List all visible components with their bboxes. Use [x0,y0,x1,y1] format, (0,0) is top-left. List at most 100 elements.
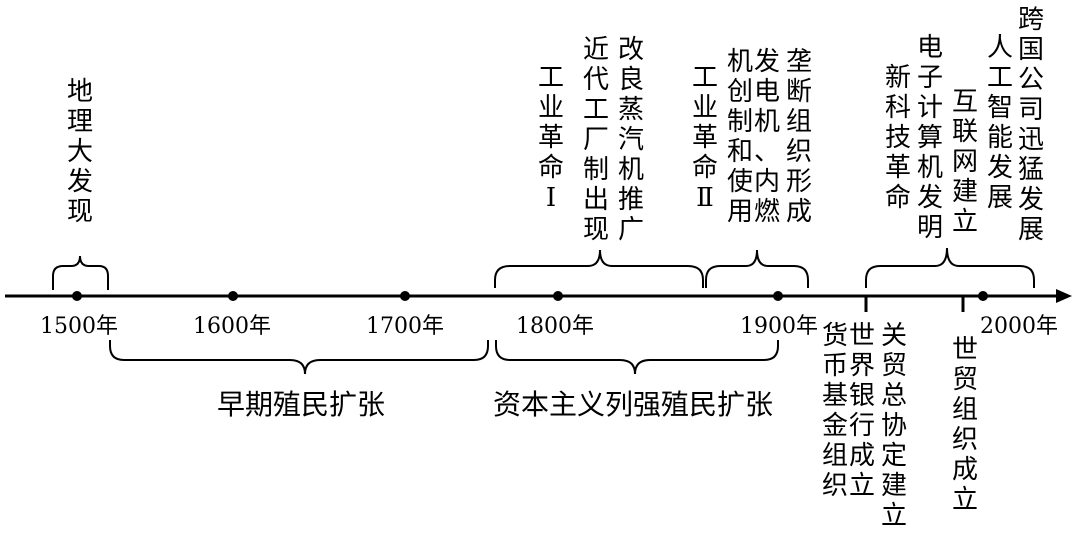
vertical-char: 良 [618,65,644,95]
vertical-char: 广 [618,215,644,245]
vertical-char: 金 [822,411,848,441]
vertical-char: 网 [952,147,978,177]
vertical-char: 立 [881,501,907,531]
year-label-2000: 2000年 [980,314,1058,339]
vertical-char: 、 [754,137,780,167]
vertical-char: 燃 [754,197,780,227]
vertical-char: 智 [987,93,1013,123]
vertical-char: 现 [67,197,93,227]
vertical-char: 定 [881,441,907,471]
event-internet: 互联网建立 [952,87,978,237]
vertical-char: 地 [67,77,93,107]
vertical-char: 革 [885,153,911,183]
vertical-char: 垄 [786,47,812,77]
vertical-char: 出 [583,185,609,215]
vertical-char: 断 [786,77,812,107]
vertical-char: 建 [952,177,978,207]
vertical-char: 互 [952,87,978,117]
vertical-char: 内 [754,167,780,197]
year-label-1900: 1900年 [740,314,818,339]
vertical-char: 理 [67,107,93,137]
vertical-char: 贸 [952,365,978,395]
vertical-char: 业 [692,93,718,123]
vertical-char: 创 [727,77,753,107]
vertical-char: 贸 [881,351,907,381]
brace-geo [52,255,109,290]
event-wto: 世贸组织成立 [952,335,978,515]
vertical-char: 厂 [583,125,609,155]
year-label-1700: 1700年 [366,314,444,339]
vertical-char: 代 [583,65,609,95]
vertical-char: 机 [727,47,753,77]
vertical-char: 算 [917,123,943,153]
vertical-char: 猛 [1018,155,1044,185]
vertical-char: 公 [1018,65,1044,95]
year-label-1500: 1500年 [40,314,118,339]
year-label-1600: 1600年 [193,314,271,339]
year-dot [400,291,410,301]
event-factory: 近代工厂制出现 [583,35,609,245]
year-dots [72,291,988,301]
vertical-char: 工 [538,63,564,93]
vertical-char: 发 [754,47,780,77]
vertical-char: 科 [885,93,911,123]
vertical-char: 组 [786,107,812,137]
event-computer: 电子计算机发明 [917,33,943,243]
vertical-char: 迅 [1018,125,1044,155]
vertical-char: 联 [952,117,978,147]
vertical-char: 立 [849,471,875,501]
vertical-char: 展 [987,183,1013,213]
vertical-char: 蒸 [618,95,644,125]
vertical-char: 立 [952,485,978,515]
event-steam: 改良蒸汽机推广 [618,35,644,245]
vertical-char: 现 [583,215,609,245]
vertical-char: 关 [881,321,907,351]
vertical-char: 业 [538,93,564,123]
brace-capital [495,340,779,375]
vertical-char: 汽 [618,125,644,155]
vertical-char: 革 [692,123,718,153]
year-dot [978,291,988,301]
vertical-char: 行 [849,411,875,441]
vertical-char: 界 [849,351,875,381]
event-imf: 货币基金组织 [822,321,848,501]
vertical-char: 建 [881,471,907,501]
event-ai: 人工智能发展 [987,33,1013,213]
vertical-char: 织 [822,471,848,501]
vertical-char: 司 [1018,95,1044,125]
vertical-char: 成 [849,441,875,471]
year-dot [553,291,563,301]
vertical-char: 世 [849,321,875,351]
vertical-char: 成 [786,197,812,227]
vertical-char: 革 [538,123,564,153]
vertical-char: 币 [822,351,848,381]
vertical-char: 电 [754,77,780,107]
vertical-char: 子 [917,63,943,93]
period-early: 早期殖民扩张 [217,388,385,421]
vertical-char: 组 [822,441,848,471]
vertical-char: 基 [822,381,848,411]
vertical-char: 制 [583,155,609,185]
brace-newtech [865,247,1035,288]
brace-early [109,340,489,375]
vertical-char: 用 [727,197,753,227]
vertical-char: 命 [692,153,718,183]
vertical-char: 使 [727,167,753,197]
year-dot [72,291,82,301]
vertical-char: 织 [952,425,978,455]
vertical-char: 工 [692,63,718,93]
vertical-char: 发 [1018,185,1044,215]
vertical-char: Ⅱ [696,183,714,213]
axis-arrow-icon [1056,289,1072,303]
period-capital: 资本主义列强殖民扩张 [493,388,773,421]
vertical-char: 技 [885,123,911,153]
vertical-char: 货 [822,321,848,351]
vertical-char: 工 [583,95,609,125]
vertical-char: 形 [786,167,812,197]
vertical-char: 明 [917,213,943,243]
vertical-char: 改 [618,35,644,65]
vertical-char: 发 [987,153,1013,183]
vertical-char: 计 [917,93,943,123]
vertical-char: 发 [917,183,943,213]
